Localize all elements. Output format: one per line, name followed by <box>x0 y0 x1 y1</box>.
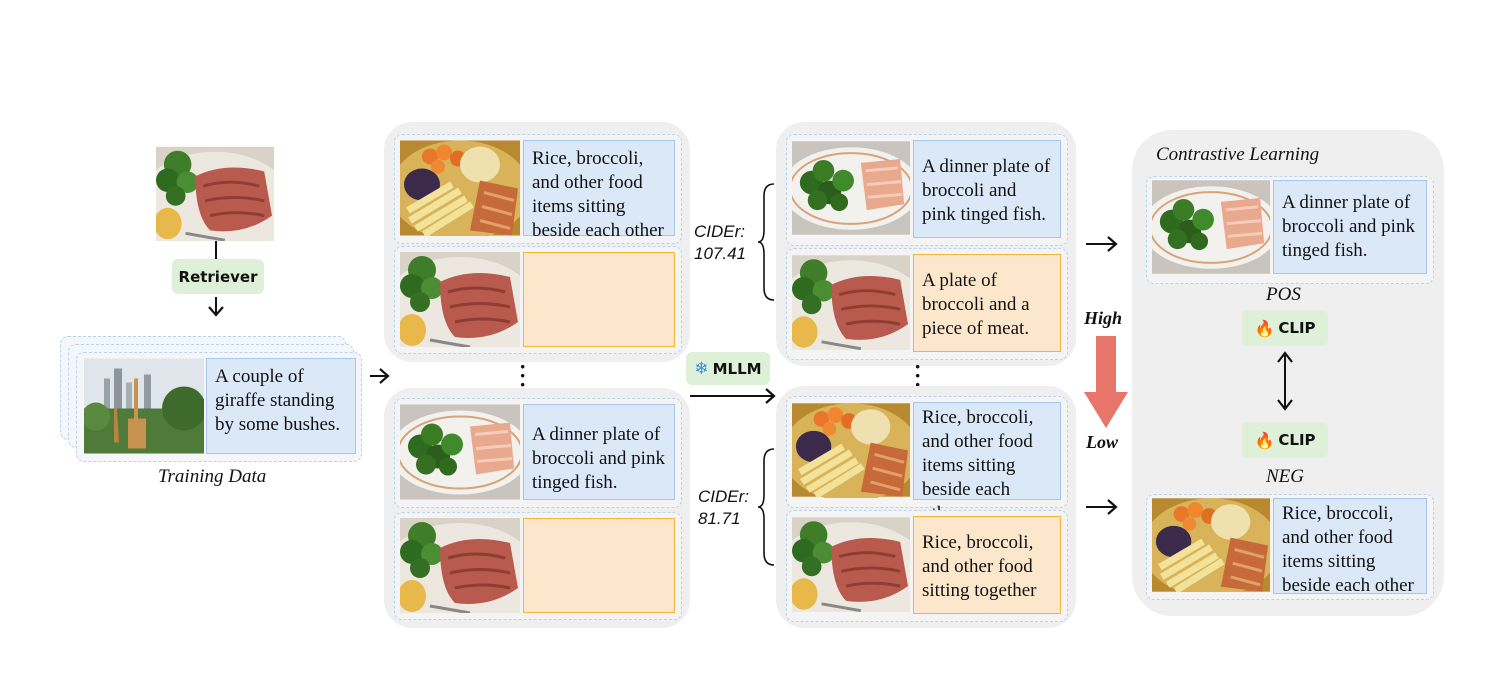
input-row-2 <box>394 512 682 620</box>
query-image <box>792 254 910 350</box>
pos-sample: A dinner plate of broccoli and pink ting… <box>1146 176 1434 284</box>
input-panel-top: Rice, broccoli, and other food items sit… <box>384 122 690 362</box>
empty-caption-slot <box>523 518 675 613</box>
clip-chip-bottom: 🔥 CLIP <box>1242 422 1328 458</box>
query-image <box>400 518 520 613</box>
pos-label: POS <box>1266 284 1301 305</box>
cider-score-low: CIDEr: 81.71 <box>698 486 749 530</box>
training-caption: A couple of giraffe standing by some bus… <box>206 358 356 454</box>
cider-value: 107.41 <box>694 244 746 263</box>
output-row-2: Rice, broccoli, and other food sitting t… <box>786 510 1068 622</box>
connector-line <box>215 241 217 259</box>
arrow-to-neg <box>1086 499 1118 515</box>
training-card: A couple of giraffe standing by some bus… <box>76 352 362 462</box>
generated-caption-context: A dinner plate of broccoli and pink ting… <box>913 140 1061 238</box>
fire-icon: 🔥 <box>1254 318 1275 338</box>
output-row-2: A plate of broccoli and a piece of meat. <box>786 248 1068 360</box>
brace-low <box>757 448 775 566</box>
output-panel-high: A dinner plate of broccoli and pink ting… <box>776 122 1076 366</box>
snowflake-icon: ❄ <box>694 358 709 379</box>
contrastive-title: Contrastive Learning <box>1156 144 1320 165</box>
generated-caption-context: Rice, broccoli, and other food items sit… <box>913 402 1061 524</box>
query-image <box>792 516 910 612</box>
neg-sample: Rice, broccoli, and other food items sit… <box>1146 494 1434 600</box>
generated-caption: A plate of broccoli and a piece of meat. <box>913 254 1061 352</box>
neg-image <box>1152 498 1270 592</box>
contrastive-panel: Contrastive Learning A dinner plate of b… <box>1132 130 1444 616</box>
brace-high <box>757 183 775 301</box>
query-image <box>156 146 274 241</box>
cider-label: CIDEr: <box>694 222 745 241</box>
ranking-arrow <box>1084 336 1128 428</box>
ellipsis-dots: ··· <box>914 354 922 397</box>
low-label: Low <box>1086 432 1119 452</box>
context-caption: Rice, broccoli, and other food items sit… <box>523 140 675 241</box>
clip-chip-top: 🔥 CLIP <box>1242 310 1328 346</box>
context-image <box>792 140 910 236</box>
input-row-1: Rice, broccoli, and other food items sit… <box>394 134 682 244</box>
cider-label: CIDEr: <box>698 487 749 506</box>
clip-label: CLIP <box>1278 431 1316 449</box>
clip-label: CLIP <box>1278 319 1316 337</box>
pos-image <box>1152 180 1270 274</box>
input-row-2 <box>394 246 682 354</box>
retriever-label: Retriever <box>178 267 258 286</box>
mllm-chip: ❄ MLLM <box>686 352 770 385</box>
right-arrow-to-panel <box>370 368 390 384</box>
down-arrow <box>208 297 224 317</box>
cider-score-high: CIDEr: 107.41 <box>694 221 746 265</box>
fire-icon: 🔥 <box>1254 430 1275 450</box>
empty-caption-slot <box>523 252 675 347</box>
input-row-1: A dinner plate of broccoli and pink ting… <box>394 398 682 508</box>
ellipsis-dots: ··· <box>519 354 527 397</box>
context-image <box>400 140 520 236</box>
context-image <box>400 404 520 500</box>
query-image <box>400 252 520 347</box>
training-image <box>84 358 204 454</box>
retriever-chip: Retriever <box>172 259 264 294</box>
training-data-label: Training Data <box>158 466 267 487</box>
neg-caption: Rice, broccoli, and other food items sit… <box>1273 498 1427 596</box>
input-panel-bottom: A dinner plate of broccoli and pink ting… <box>384 388 690 628</box>
output-row-1: A dinner plate of broccoli and pink ting… <box>786 134 1068 246</box>
high-label: High <box>1084 308 1123 328</box>
pos-caption: A dinner plate of broccoli and pink ting… <box>1273 180 1427 274</box>
context-image <box>792 402 910 498</box>
output-panel-low: Rice, broccoli, and other food items sit… <box>776 386 1076 628</box>
neg-label: NEG <box>1266 466 1304 487</box>
output-row-1: Rice, broccoli, and other food items sit… <box>786 396 1068 524</box>
arrow-to-pos <box>1086 236 1118 252</box>
cider-value: 81.71 <box>698 509 741 528</box>
generated-caption: Rice, broccoli, and other food sitting t… <box>913 516 1061 614</box>
mllm-label: MLLM <box>712 359 762 378</box>
mllm-arrow <box>690 388 776 404</box>
context-caption: A dinner plate of broccoli and pink ting… <box>523 404 675 500</box>
double-arrow <box>1277 351 1293 411</box>
